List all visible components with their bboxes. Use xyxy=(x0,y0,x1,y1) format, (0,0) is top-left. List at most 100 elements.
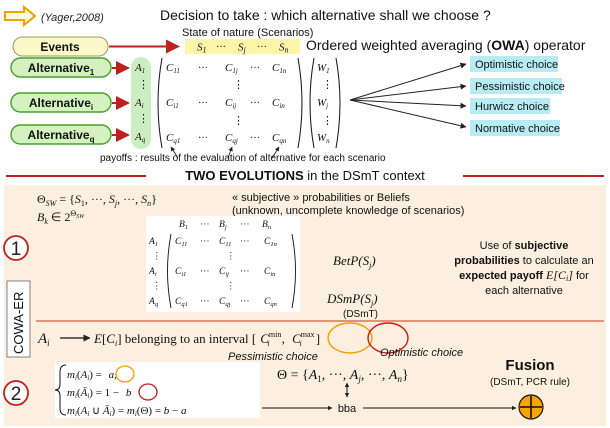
weight-vdots: ⋮ xyxy=(322,115,333,127)
choice-hurwicz-box xyxy=(470,98,550,114)
svg-text:Ai: Ai xyxy=(148,267,157,278)
step-2-circle xyxy=(3,380,29,406)
node-column xyxy=(131,57,151,149)
svg-text:Cin: Cin xyxy=(264,267,275,278)
payoff-pointers xyxy=(170,146,280,159)
svg-text:C11: C11 xyxy=(219,237,231,248)
cell-cin: Cin xyxy=(272,97,285,110)
mass-brace xyxy=(54,364,67,416)
weight-vdots: ⋮ xyxy=(322,79,333,91)
svg-text:···: ··· xyxy=(240,237,250,247)
payoffs-caption: payoffs : results of the evaluation of a… xyxy=(100,153,386,164)
weight-vector-left-bracket xyxy=(309,57,315,149)
svg-text:Ci1: Ci1 xyxy=(175,267,186,278)
choice-arrows xyxy=(349,62,467,129)
svg-text:⋮: ⋮ xyxy=(226,252,236,262)
b-highlight xyxy=(138,383,158,401)
weight-vector: W1 ⋮ Wj ⋮ Wn xyxy=(317,62,333,145)
choice-pessimistic-box xyxy=(470,78,562,94)
cell-dots: ··· xyxy=(250,98,260,109)
node-vdots-2: ⋮ xyxy=(138,113,149,125)
svg-text:Cqn: Cqn xyxy=(264,297,277,308)
alternative-1-label: Alternative1 xyxy=(28,61,95,77)
scenario-sn: Sn xyxy=(279,42,289,55)
two-evolutions-heading: TWO EVOLUTIONS in the DSmT context xyxy=(185,168,425,183)
weight-wn: Wn xyxy=(317,132,330,145)
cell-ci1: Ci1 xyxy=(166,97,179,110)
cell-cij: Cij xyxy=(225,97,236,110)
optimistic-label: Optimistic choice xyxy=(380,347,463,359)
subjective-line-1: « subjective » probabilities or Beliefs xyxy=(232,192,410,204)
use-line-2: probabilities to calculate an xyxy=(454,255,593,267)
theta-set-formula: Θ = {A1, ···, Aj, ···, An} xyxy=(277,368,409,384)
mass-line-3: mi(Ai ∪ Āi) = mi(Θ) = b − a xyxy=(67,405,187,418)
choice-normative-box xyxy=(470,120,560,136)
svg-text:···: ··· xyxy=(200,267,210,277)
alternative-i-label: Alternativei xyxy=(29,96,93,112)
weight-w1: W1 xyxy=(317,62,330,75)
choice-hurwicz-label: Hurwicz choice xyxy=(475,101,549,113)
citation-text: (Yager,2008) xyxy=(41,12,104,24)
events-label: Events xyxy=(40,40,80,54)
svg-text:B1: B1 xyxy=(179,220,188,231)
svg-text:Cij: Cij xyxy=(219,267,229,278)
scenario-s1: S1 xyxy=(197,42,207,55)
owa-operator-label: Ordered weighted averaging (OWA) operato… xyxy=(306,37,586,53)
step-2-label: 2 xyxy=(11,384,22,405)
bottom-panel: COWA-ER 1 2 ΘSW = {S1, ···, Sj, ···, Sn}… xyxy=(3,185,606,426)
svg-text:···: ··· xyxy=(200,220,210,230)
cell-cqn: Cqn xyxy=(272,132,287,145)
cell-dots: ··· xyxy=(250,63,260,74)
choice-pessimistic-label: Pessimistic choice xyxy=(475,81,565,93)
svg-text:···: ··· xyxy=(240,267,250,277)
scenario-row xyxy=(185,39,300,54)
betp-formula: BetP(Sj) xyxy=(333,253,376,270)
svg-text:···: ··· xyxy=(240,220,250,230)
cell-c1j: C1j xyxy=(225,62,238,75)
svg-text:⋮: ⋮ xyxy=(152,282,162,292)
svg-text:C11: C11 xyxy=(175,237,187,248)
svg-text:C1n: C1n xyxy=(264,237,277,248)
cell-dots: ··· xyxy=(198,63,208,74)
weight-wj: Wj xyxy=(317,97,328,110)
scenario-dots-1: ··· xyxy=(216,42,226,53)
a-highlight xyxy=(115,365,135,383)
cell-cqj: Cqj xyxy=(225,132,238,145)
cell-cq1: Cq1 xyxy=(166,132,180,145)
cmax-highlight xyxy=(367,322,409,354)
node-ai-label: Ai xyxy=(134,97,144,110)
state-of-nature-label: State of nature (Scenarios) xyxy=(182,27,313,39)
svg-text:Cq1: Cq1 xyxy=(175,297,188,308)
weight-vector-right-bracket xyxy=(335,57,341,149)
payoff-matrix-left-bracket xyxy=(157,57,163,149)
step-1-circle xyxy=(3,235,29,261)
svg-text:···: ··· xyxy=(200,237,210,247)
cmin-highlight xyxy=(327,322,373,354)
bba-label: bba xyxy=(338,403,357,415)
svg-text:···: ··· xyxy=(240,297,250,307)
cell-dots: ··· xyxy=(198,133,208,144)
cell-c11: C11 xyxy=(166,62,180,75)
cell-dots: ··· xyxy=(198,98,208,109)
mass-line-1: mi(Ai) = a, xyxy=(67,369,117,382)
theta-sw-formula: ΘSW = {S1, ···, Sj, ···, Sn} xyxy=(37,192,157,208)
use-line-4: each alternative xyxy=(485,285,563,297)
svg-text:⋮: ⋮ xyxy=(226,282,236,292)
ai-symbol: Ai xyxy=(37,331,50,348)
top-section: (Yager,2008) Decision to take : which al… xyxy=(4,4,586,164)
use-line-1: Use of subjective xyxy=(480,240,569,252)
pessimistic-label: Pessimistic choice xyxy=(228,351,318,363)
fusion-note: (DSmT, PCR rule) xyxy=(490,377,570,388)
subjective-line-2: (unknown, uncomplete knowledge of scenar… xyxy=(232,205,464,217)
svg-text:Bj: Bj xyxy=(219,220,227,231)
fusion-title: Fusion xyxy=(505,357,554,374)
svg-text:Aq: Aq xyxy=(148,297,159,308)
choice-optimistic-label: Optimistic choice xyxy=(475,59,558,71)
node-a1 xyxy=(132,58,150,76)
cell-vdots: ⋮ xyxy=(233,115,244,127)
mass-line-2: mi(Āi) = 1 − b xyxy=(67,387,132,400)
decision-question: Decision to take : which alternative sha… xyxy=(160,7,491,23)
node-vdots-1: ⋮ xyxy=(138,79,149,91)
